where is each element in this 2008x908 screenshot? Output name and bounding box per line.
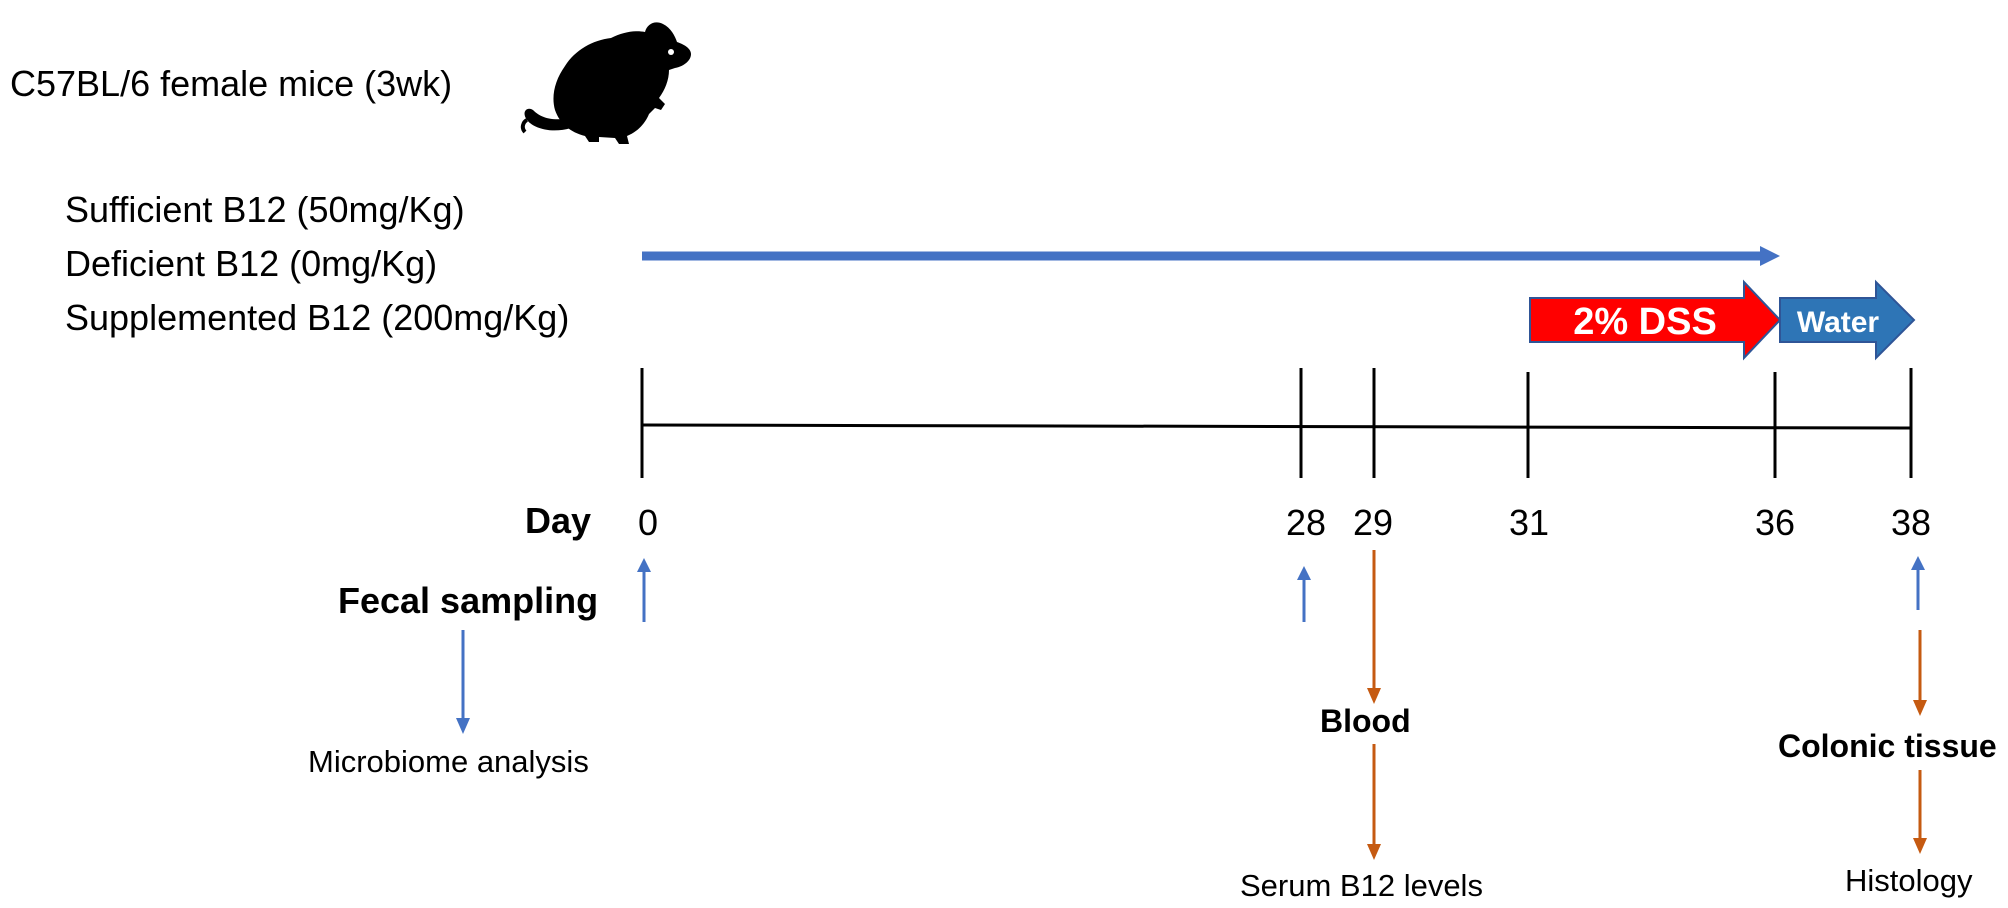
blood-arrow — [1367, 550, 1381, 704]
serum-b12-label: Serum B12 levels — [1240, 868, 1483, 903]
serum-arrow — [1367, 744, 1381, 860]
tick-label-day-31: 31 — [1508, 502, 1550, 543]
mouse-icon — [520, 22, 691, 145]
fecal-arrow-day-0 — [637, 558, 651, 622]
histology-arrow — [1913, 770, 1927, 854]
fecal-arrow-day-38 — [1911, 556, 1925, 610]
diet-sufficient-label: Sufficient B12 (50mg/Kg) — [65, 189, 465, 230]
water-arrow: Water — [1779, 279, 1916, 361]
tick-label-day-0: 0 — [637, 502, 659, 543]
diet-deficient-label: Deficient B12 (0mg/Kg) — [65, 243, 438, 284]
dss-arrow: 2% DSS — [1529, 279, 1782, 361]
diet-supplemented-label: Supplemented B12 (200mg/Kg) — [65, 297, 570, 338]
fecal-arrow-day-28 — [1297, 566, 1311, 622]
microbiome-arrow — [456, 630, 470, 734]
microbiome-analysis-label: Microbiome analysis — [308, 744, 589, 779]
subject-label: C57BL/6 female mice (3wk) — [10, 63, 453, 104]
tick-label-day-28: 28 — [1285, 502, 1327, 543]
tick-label-day-36: 36 — [1754, 502, 1796, 543]
colonic-arrow — [1913, 630, 1927, 716]
water-arrow-label: Water — [1797, 306, 1880, 339]
day-axis-label: Day — [525, 500, 592, 541]
histology-label: Histology — [1845, 863, 1973, 898]
tick-label-day-29: 29 — [1352, 502, 1394, 543]
timeline-axis — [640, 368, 1913, 478]
colonic-tissue-label: Colonic tissue — [1778, 728, 1997, 764]
blood-label: Blood — [1320, 703, 1411, 739]
diet-duration-arrow — [642, 246, 1780, 266]
dss-arrow-label: 2% DSS — [1573, 301, 1717, 343]
fecal-sampling-label: Fecal sampling — [338, 580, 599, 621]
tick-label-day-38: 38 — [1890, 502, 1932, 543]
